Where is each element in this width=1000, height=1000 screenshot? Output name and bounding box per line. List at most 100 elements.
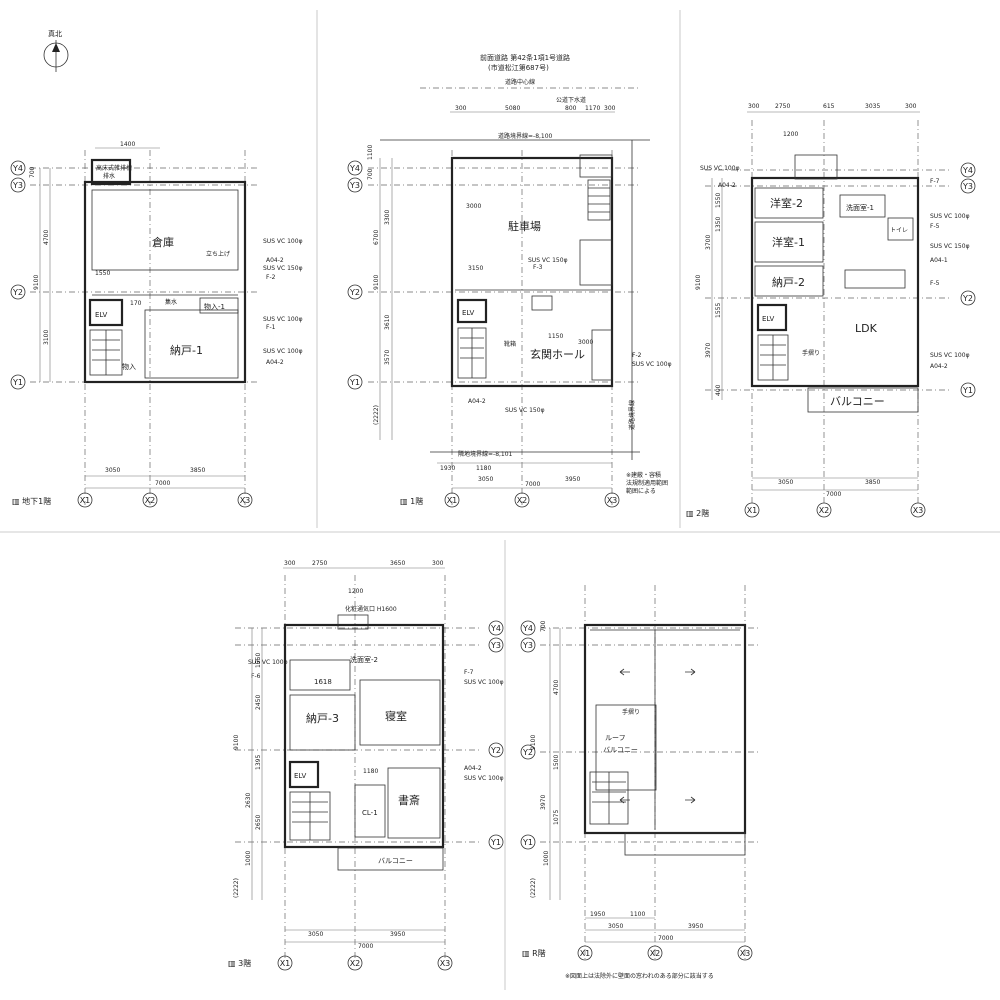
- f3-tag-3: A04-2: [464, 765, 482, 772]
- f1-dim-l4: 6700: [373, 230, 380, 245]
- b1-pipe-3: SUS VC 100φ: [263, 316, 303, 323]
- f3-grid-y1: Y1: [490, 838, 501, 847]
- f1-top-dim-1: 300: [455, 105, 467, 112]
- f2-stairs: [760, 335, 786, 380]
- f1-top-dim-3: 800: [565, 105, 577, 112]
- f2-dim-b1: 3050: [778, 479, 793, 486]
- f3-grid-y4: Y4: [490, 624, 501, 633]
- b1-label-shuryu: 集水: [165, 298, 177, 306]
- b1-dim-bottom-1: 3050: [105, 467, 120, 474]
- b1-pipe-1: SUS VC 100φ: [263, 238, 303, 245]
- rf-dim-l1: 700: [540, 620, 547, 632]
- b1-grid-y1: Y1: [12, 378, 23, 387]
- f1-dim-b1: 1930: [440, 465, 455, 472]
- f2-tag-4: A04-1: [930, 257, 948, 264]
- f3-grid-y3: Y3: [490, 641, 501, 650]
- f1-dim-l1: 1100: [367, 145, 374, 160]
- b1-room-elv: ELV: [95, 311, 108, 319]
- f3-top-dim-2: 2750: [312, 560, 327, 567]
- f2-dim-1: 1200: [783, 131, 798, 138]
- f2-dim-b2: 3850: [865, 479, 880, 486]
- f3-grid-x1: X1: [280, 959, 291, 968]
- b1-grid-x3: X3: [240, 496, 251, 505]
- f2-room-wc: トイレ: [890, 227, 908, 234]
- f1-dim-l3: 3300: [384, 210, 391, 225]
- f1-note-2: 法規制適用範囲: [626, 479, 668, 487]
- f3-caption: ▥ 3階: [228, 958, 251, 968]
- f2-tag-3: F-5: [930, 223, 940, 230]
- f2-room-naando2: 納戸-2: [772, 276, 805, 289]
- f1-road-sub: (市道松江第687号): [488, 63, 549, 72]
- f2-top-dim-3: 615: [823, 103, 835, 110]
- f1-dim-l6: 3610: [384, 315, 391, 330]
- f3-top-dim-3: 3650: [390, 560, 405, 567]
- panel-dividers: [0, 10, 1000, 990]
- b1-caption: ▥ 地下1階: [12, 496, 51, 506]
- f1-dim-l7: 3570: [384, 350, 391, 365]
- f2-label-handrail: 手摺り: [802, 349, 820, 357]
- b1-level-1: 170: [130, 300, 142, 307]
- f2-room-balcony: バルコニー: [830, 395, 885, 408]
- f1-pipe-1: SUS VC 150φ: [528, 257, 568, 264]
- b1-grid-y4: Y4: [12, 164, 23, 173]
- f2-pipe-1: SUS VC 100φ: [700, 165, 740, 172]
- f3-top-dim-1: 300: [284, 560, 296, 567]
- rf-stairs: [592, 772, 626, 824]
- rf-dim-l6: 3970: [540, 795, 547, 810]
- rf-plan: 手摺り ルーフ バルコニー 700 4700 9100 1500 1075 39…: [520, 585, 760, 980]
- f1-pipe-2: SUS VC 100φ: [632, 361, 672, 368]
- f3-room-elv: ELV: [294, 772, 307, 780]
- f2-room-elv: ELV: [762, 315, 775, 323]
- b1-tag-3: F-1: [266, 324, 276, 331]
- rf-dim-b1: 3050: [608, 923, 623, 930]
- rf-dim-l7: 1000: [543, 851, 550, 866]
- f1-grid-y1: Y1: [349, 378, 360, 387]
- f3-room-bedroom: 寝室: [385, 709, 407, 723]
- f2-grid-y1: Y1: [962, 386, 973, 395]
- b1-tag-1: A04-2: [266, 257, 284, 264]
- f2-pipe-3: SUS VC 150φ: [930, 243, 970, 250]
- f1-road-boundary: 道路境界線=-8,100: [498, 132, 553, 140]
- f1-dim-3: 3000: [578, 339, 593, 346]
- f1-grid-y2: Y2: [349, 288, 360, 297]
- f1-grid-y3: Y3: [349, 181, 360, 190]
- rf-caption: ▥ R階: [522, 948, 546, 958]
- f1-caption: ▥ 1階: [400, 496, 423, 506]
- rf-label-handrail: 手摺り: [622, 708, 640, 716]
- rf-dim-l2: 4700: [553, 680, 560, 695]
- b1-tag-2: F-2: [266, 274, 276, 281]
- north-label: 真北: [48, 29, 62, 38]
- f1-tag-2: F-2: [632, 352, 642, 359]
- rf-room-balcony: バルコニー: [603, 746, 638, 754]
- f3-dim-l1: 1550: [255, 653, 262, 668]
- f1-top-dim-5: 300: [604, 105, 616, 112]
- b1-dim-left-4: 3100: [43, 330, 50, 345]
- f2-dim-l1: 1550: [715, 193, 722, 208]
- b1-grid-y3: Y3: [12, 181, 23, 190]
- b1-label-haisui: 排水: [103, 172, 115, 180]
- f1-room-elv: ELV: [462, 309, 475, 317]
- f3-dim-2: 1180: [363, 768, 378, 775]
- f2-dim-l5: 1555: [715, 303, 722, 318]
- rf-dim-b2: 3950: [688, 923, 703, 930]
- f3-room-naando3: 納戸-3: [306, 712, 339, 725]
- f2-top-dim-1: 300: [748, 103, 760, 110]
- f2-dim-l6: 3970: [705, 343, 712, 358]
- f1-grid-x2: X2: [517, 496, 528, 505]
- b1-dim-bottom-2: 3850: [190, 467, 205, 474]
- rf-dim-l4: 1500: [553, 755, 560, 770]
- rf-grid-y1: Y1: [522, 838, 533, 847]
- f3-pipe-3: SUS VC 100φ: [464, 775, 504, 782]
- f1-road-center: 道路中心線: [505, 78, 535, 86]
- f2-grid-x3: X3: [913, 506, 924, 515]
- f1-note-1: ※建蔽・容積: [626, 471, 661, 479]
- b1-room-monoire: 物入: [122, 362, 136, 371]
- f1-dim-l5: 9100: [373, 275, 380, 290]
- f2-grid-y4: Y4: [962, 166, 973, 175]
- f2-room-washroom: 洗面室-1: [846, 203, 874, 212]
- f1-dim-b2: 1180: [476, 465, 491, 472]
- f2-dim-l7: 400: [715, 384, 722, 396]
- north-arrow-icon: [43, 40, 69, 72]
- f2-tag-6: A04-2: [930, 363, 948, 370]
